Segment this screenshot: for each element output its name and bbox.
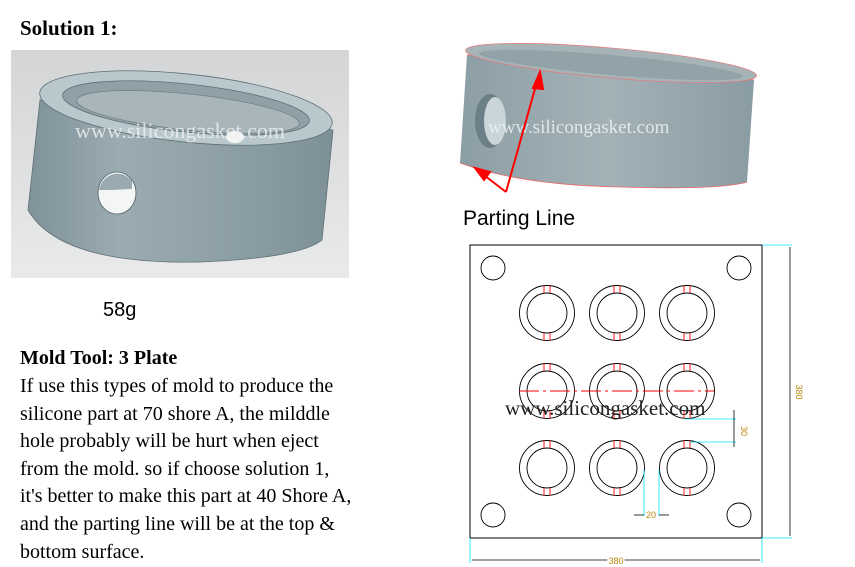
description-line: from the mold. so if choose solution 1, (20, 457, 330, 480)
parting-line-arrows (472, 68, 545, 193)
cavity (519, 285, 575, 341)
description-line: bottom surface. (20, 540, 145, 563)
dim-width-label: 380 (608, 556, 623, 566)
cavity (659, 440, 715, 496)
description-line: If use this types of mold to produce the (20, 375, 334, 397)
left-watermark: www.silicongasket.com (75, 118, 285, 143)
guide-pin-hole (480, 255, 506, 281)
mold-plate-drawing: 380 380 20 30 www.silicongasket.com (469, 244, 804, 567)
guide-pin-hole (726, 502, 752, 528)
right-watermark: www.silicongasket.com (488, 117, 670, 138)
weight-label: 58g (103, 299, 137, 321)
description-line: and the parting line will be at the top … (20, 512, 335, 535)
dim-spacing-v-label: 30 (739, 426, 749, 436)
guide-pin-hole (726, 255, 752, 281)
mold-tool-description: If use this types of mold to produce the… (20, 373, 440, 566)
drawing-watermark: www.silicongasket.com (505, 396, 705, 420)
description-line: silicone part at 70 shore A, the milddle (20, 402, 330, 425)
description-line: hole probably will be hurt when eject (20, 430, 319, 453)
cavity (589, 440, 645, 496)
dim-height-label: 380 (794, 384, 804, 399)
dim-spacing-h-label: 20 (646, 510, 656, 520)
parting-line-caption: Parting Line (463, 207, 576, 230)
cavity (659, 285, 715, 341)
guide-pin-hole (480, 502, 506, 528)
description-line: it's better to make this part at 40 Shor… (20, 485, 352, 508)
heading: Solution 1: (20, 16, 118, 40)
mold-tool-title: Mold Tool: 3 Plate (20, 347, 178, 369)
cavity (519, 440, 575, 496)
cavity (589, 285, 645, 341)
